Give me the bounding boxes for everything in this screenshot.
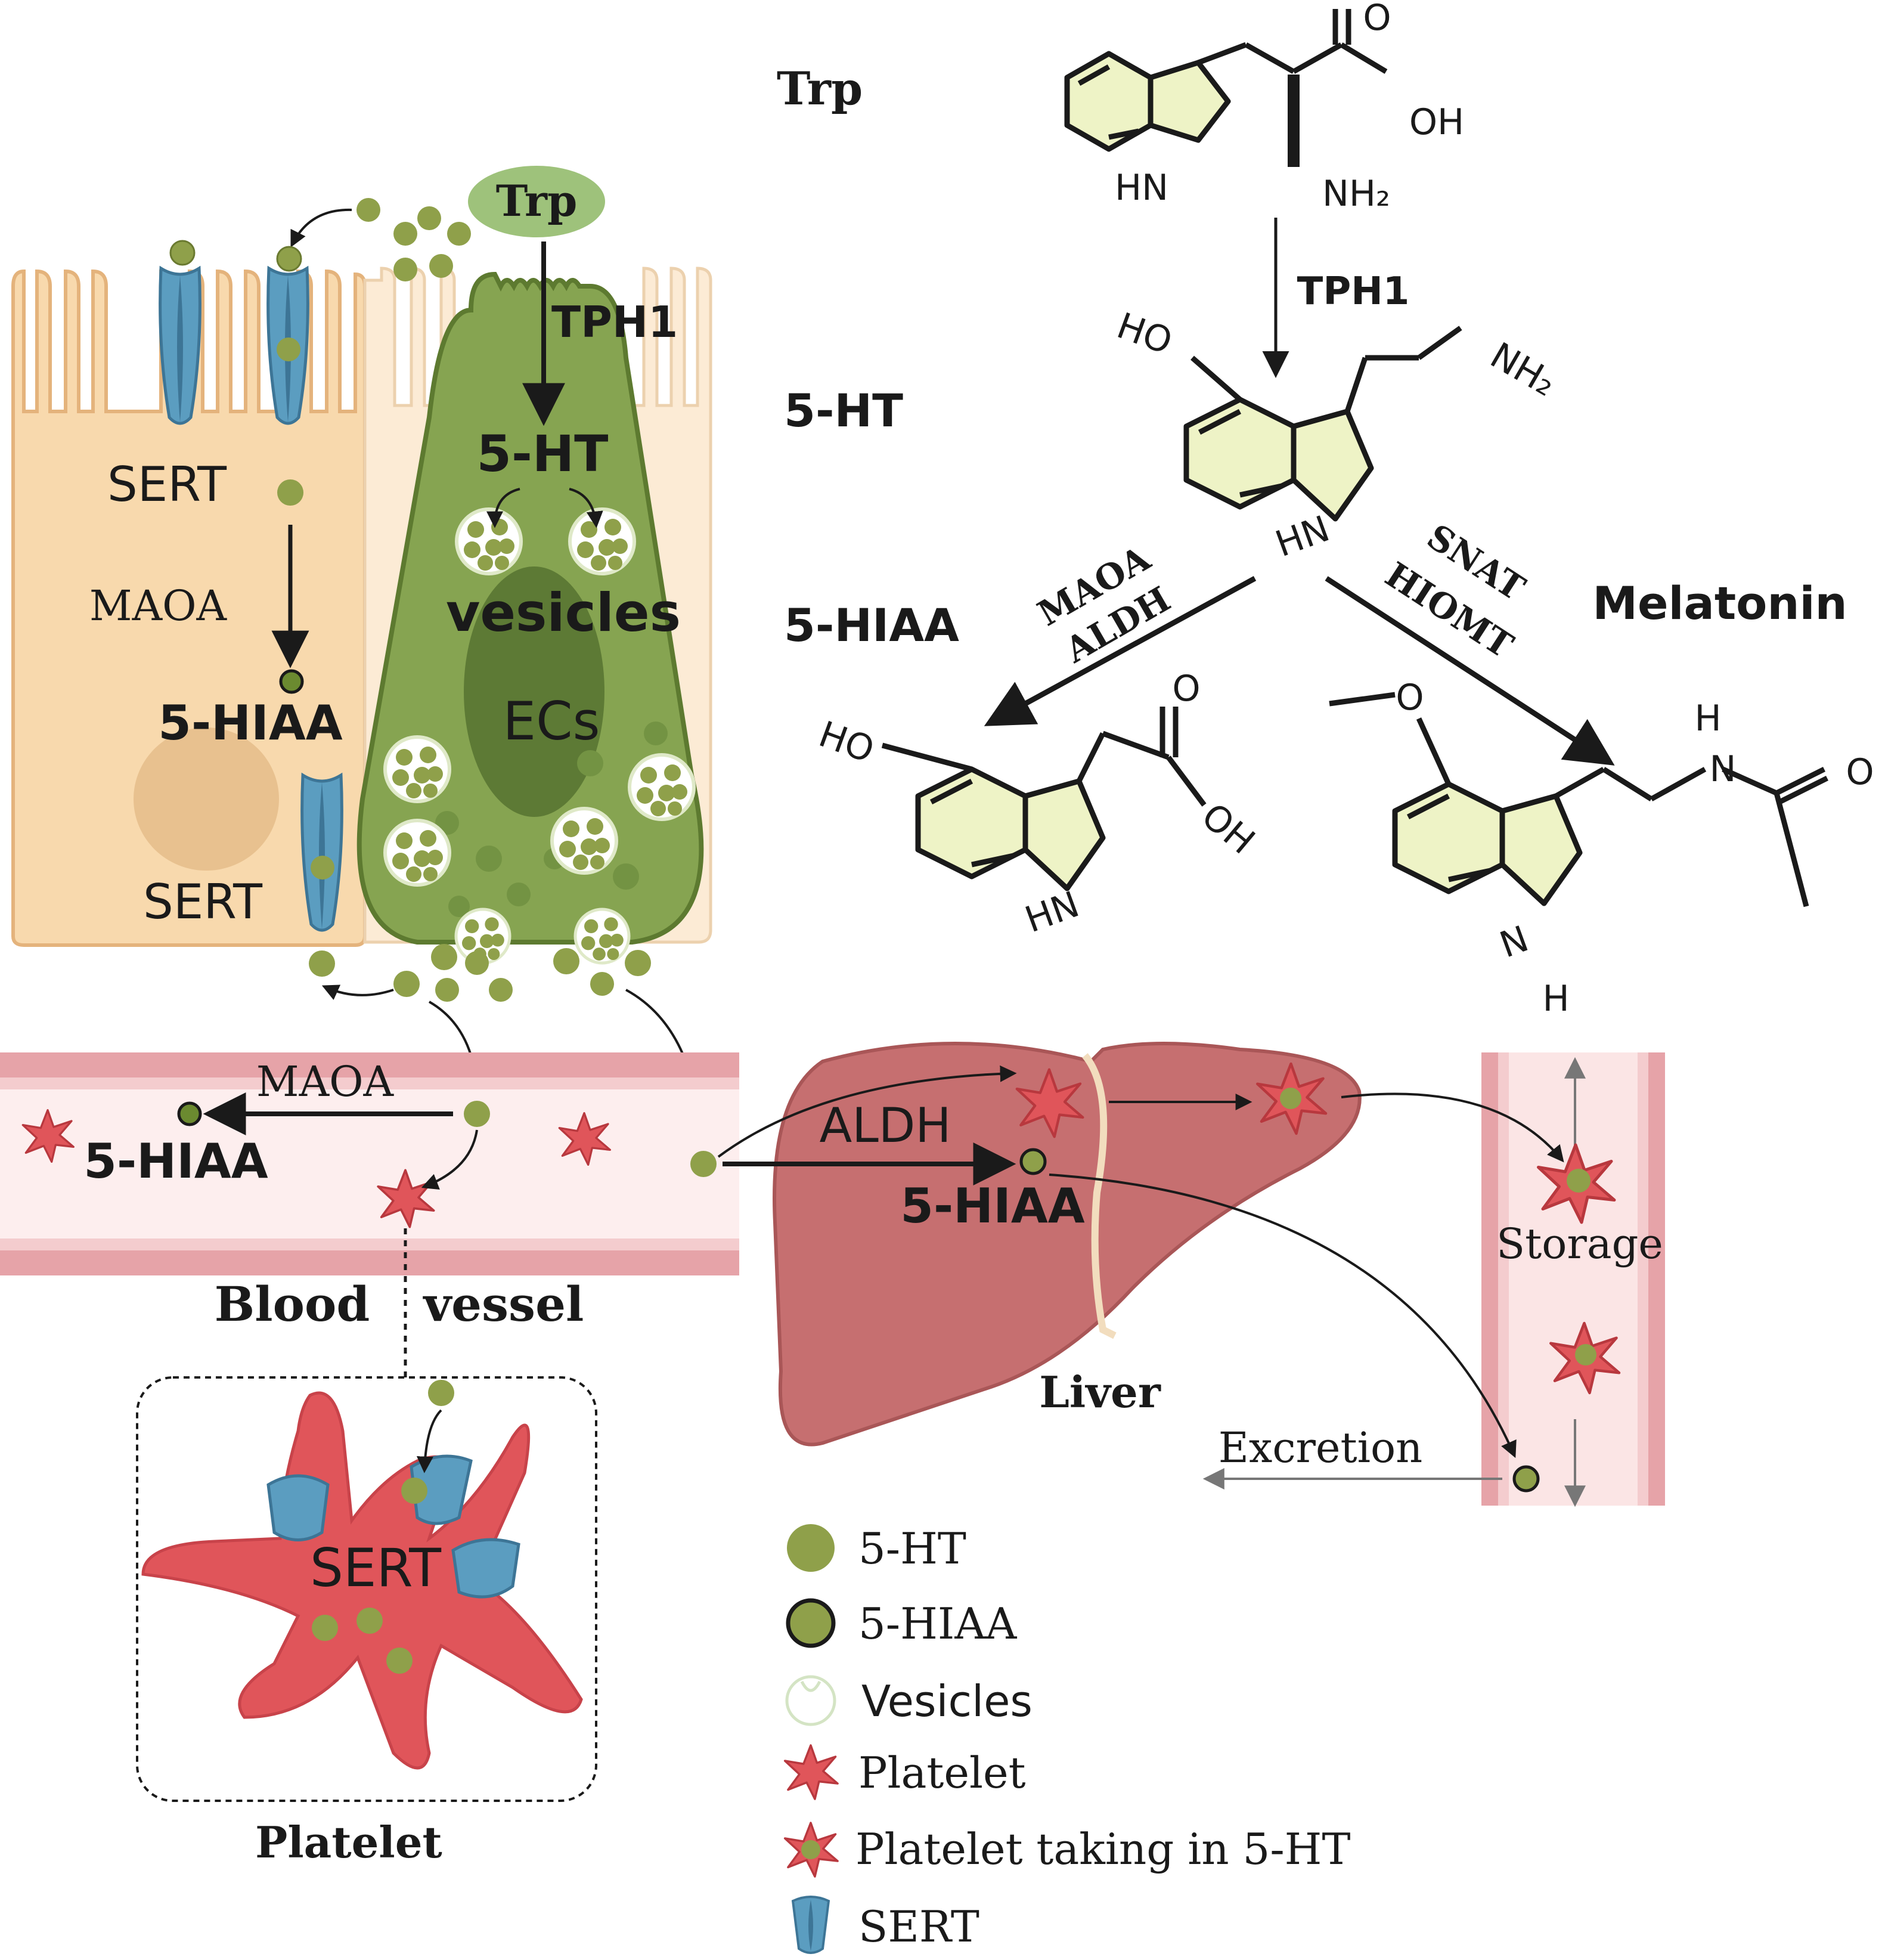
- maoa-label-intestine: MAOA: [89, 581, 228, 630]
- legend-item-platelet: Platelet: [783, 1744, 1026, 1800]
- legend: 5-HT 5-HIAA Vesicles Platelet Platelet t…: [783, 1524, 1351, 1954]
- legend-item-hiaa: 5-HIAA: [786, 1598, 1017, 1649]
- trp-atom-o: O: [1363, 0, 1391, 39]
- enterocyte-cell: [11, 269, 367, 947]
- vesicle-icon: [785, 1675, 836, 1726]
- serotonin-structure: [1183, 326, 1462, 522]
- sert-bottom-label: SERT: [143, 874, 263, 930]
- legend-item-platelet-taking: Platelet taking in 5-HT: [783, 1822, 1351, 1878]
- hiaa-atom-hn: HN: [1020, 884, 1085, 942]
- liver-organ: [773, 1042, 1362, 1447]
- trp-label: Trp: [496, 175, 578, 226]
- sert-top-label: SERT: [107, 457, 227, 512]
- platelet-sert-group: [266, 1454, 520, 1599]
- mel-atom-o: O: [1396, 677, 1424, 719]
- melatonin-name: Melatonin: [1592, 577, 1847, 630]
- hiaa-atom-ho: HO: [814, 713, 880, 771]
- tryptophan-structure: [1064, 9, 1388, 167]
- legend-label: Vesicles: [861, 1676, 1033, 1726]
- tph1-label: TPH1: [551, 297, 678, 347]
- vesicle: [575, 909, 629, 963]
- mel-atom-n1: N: [1710, 748, 1737, 790]
- vesicle: [457, 509, 521, 574]
- hiaa-label-intestine: 5-HIAA: [158, 695, 343, 751]
- trp-name: Trp: [777, 62, 863, 115]
- serotonin-label: 5-HT: [477, 425, 609, 483]
- hiaa-dot-icon: [786, 1598, 836, 1648]
- hiaa-atom-oh: OH: [1193, 795, 1263, 863]
- vesicle: [385, 737, 449, 801]
- legend-label: Platelet taking in 5-HT: [855, 1824, 1351, 1874]
- vesicle: [630, 755, 694, 819]
- pathway-labels: Trp 5-HT 5-HIAA Melatonin: [777, 62, 1847, 652]
- vesicles-label: vesicles: [446, 582, 681, 643]
- trp-atom-oh: OH: [1409, 101, 1464, 143]
- to-excretion-arrow: [1049, 1173, 1517, 1459]
- platelet-caption: Platelet: [255, 1817, 442, 1868]
- ser-atom-nh2: NH₂: [1483, 335, 1563, 405]
- platelet-uptake-arrow: [421, 1129, 478, 1190]
- mel-atom-o2: O: [1846, 751, 1874, 793]
- enterocyte-nucleus: [134, 727, 279, 871]
- vesicle-loading-arrow-right: [569, 488, 603, 528]
- vesicle: [552, 809, 616, 873]
- legend-item-sert: SERT: [791, 1896, 979, 1954]
- hiaa-name: 5-HIAA: [784, 599, 959, 652]
- hiaa-structure: [881, 707, 1207, 891]
- liver-label: Liver: [1039, 1367, 1161, 1417]
- snat-hiomt-pathway-arrow: [1325, 576, 1615, 766]
- storage-vessel: [1481, 1052, 1665, 1506]
- sert-transporter-icon: [302, 775, 342, 930]
- mel-atom-h2: H: [1542, 978, 1569, 1020]
- sert-transporter-icon: [160, 268, 200, 423]
- ecs-label: ECs: [503, 691, 600, 752]
- hiaa-atom-o: O: [1172, 668, 1200, 710]
- legend-item-vesicles: Vesicles: [785, 1675, 1033, 1726]
- legend-label: 5-HIAA: [858, 1599, 1017, 1649]
- platelet-sert-arrow: [416, 1409, 442, 1473]
- trp-uptake-arrow: [290, 208, 352, 248]
- platelet-inset: SERT Platelet: [136, 1376, 597, 1868]
- vesicle-loading-arrow-left: [486, 488, 520, 528]
- maoa-label-vessel: MAOA: [256, 1057, 395, 1106]
- reuptake-arrow: [321, 984, 394, 1001]
- storage-label: Storage: [1496, 1219, 1663, 1268]
- ser-atom-ho: HO: [1112, 305, 1178, 363]
- maoa-aldh-pathway-arrow: [984, 576, 1257, 726]
- trp-dots: [356, 198, 471, 281]
- trp-atom-nh2: NH₂: [1322, 173, 1390, 215]
- vesicle: [385, 820, 449, 885]
- hiaa-label-liver: 5-HIAA: [900, 1178, 1085, 1234]
- trp-bubble: [468, 166, 605, 237]
- released-serotonin: [393, 944, 651, 1002]
- platelet-sert-label: SERT: [310, 1537, 442, 1599]
- tph1-pathway-label: TPH1: [1297, 270, 1410, 314]
- legend-label: 5-HT: [858, 1524, 966, 1574]
- legend-item-serotonin: 5-HT: [787, 1524, 966, 1574]
- excretion-label: Excretion: [1219, 1423, 1422, 1472]
- intestine-panel: Trp TPH1 5-HT vesicles ECs SERT MAOA 5-H…: [11, 166, 712, 1134]
- hiaa-label-vessel: 5-HIAA: [83, 1134, 268, 1189]
- vessel-label: vessel: [423, 1276, 584, 1332]
- melatonin-structure: [1329, 692, 1829, 908]
- blood-label: Blood: [215, 1276, 370, 1332]
- vesicle: [570, 509, 634, 574]
- mel-atom-n2: N: [1495, 918, 1534, 966]
- ec-nucleus: [464, 566, 604, 817]
- serotonin-name: 5-HT: [784, 384, 903, 437]
- legend-label: SERT: [858, 1902, 979, 1952]
- serotonin-dot-icon: [787, 1524, 835, 1572]
- ser-atom-hn: HN: [1270, 508, 1335, 566]
- to-storage-arrow: [1341, 1092, 1564, 1163]
- trp-atom-hn: HN: [1115, 167, 1168, 209]
- platelet-icon: [783, 1744, 839, 1800]
- mel-atom-h1: H: [1694, 698, 1721, 739]
- aldh-label-liver: ALDH: [819, 1098, 951, 1153]
- to-liver-platelet-arrow: [717, 1065, 1017, 1158]
- legend-label: Platelet: [858, 1748, 1026, 1798]
